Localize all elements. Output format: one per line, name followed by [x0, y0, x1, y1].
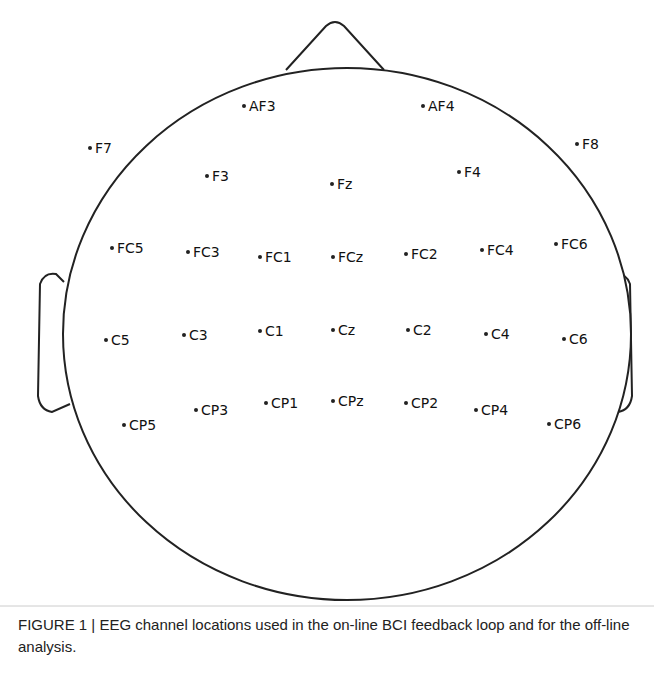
electrode-dot — [264, 401, 268, 405]
channel-label: Cz — [338, 322, 355, 338]
electrode-dot — [242, 104, 246, 108]
channel-label: F4 — [464, 164, 481, 180]
electrode-dot — [474, 408, 478, 412]
electrode-dot — [404, 252, 408, 256]
electrode-dot — [421, 104, 425, 108]
electrode-dot — [186, 250, 190, 254]
figure-rule — [0, 606, 654, 607]
channel-label: C2 — [413, 322, 432, 338]
channel-label: AF3 — [249, 98, 276, 114]
channel-label: Fz — [337, 176, 352, 192]
electrode-dot — [404, 401, 408, 405]
electrode-dot — [122, 423, 126, 427]
electrode-dot — [258, 255, 262, 259]
channel-label: CP5 — [129, 417, 156, 433]
electrode-dot — [562, 337, 566, 341]
channel-label: CP6 — [554, 416, 581, 432]
channel-label: F7 — [95, 140, 112, 156]
electrode-dot — [331, 255, 335, 259]
channel-label: FC2 — [411, 246, 438, 262]
electrode-dot — [331, 399, 335, 403]
channel-label: AF4 — [428, 98, 455, 114]
channel-label: F8 — [582, 136, 599, 152]
figure-caption: FIGURE 1 | EEG channel locations used in… — [18, 614, 638, 658]
channel-label: FC5 — [117, 240, 144, 256]
channel-label: F3 — [212, 168, 229, 184]
electrode-dot — [88, 146, 92, 150]
electrode-dot — [258, 329, 262, 333]
channel-label: FC3 — [193, 244, 220, 260]
electrode-dot — [554, 242, 558, 246]
electrode-dot — [194, 408, 198, 412]
channel-label: CP2 — [411, 395, 438, 411]
channel-label: CP4 — [481, 402, 508, 418]
channel-label: CP3 — [201, 402, 228, 418]
electrode-dot — [575, 142, 579, 146]
electrode-dot — [331, 328, 335, 332]
electrode-dot — [406, 328, 410, 332]
channel-label: FC4 — [487, 242, 514, 258]
electrode-dot — [182, 333, 186, 337]
electrode-dot — [480, 248, 484, 252]
electrode-dot — [104, 338, 108, 342]
electrode-dot — [330, 182, 334, 186]
channel-label: CP1 — [271, 395, 298, 411]
channel-label: FCz — [338, 249, 363, 265]
channel-label: C1 — [265, 323, 284, 339]
channel-label: FC1 — [265, 249, 292, 265]
electrode-dot — [484, 332, 488, 336]
electrode-dot — [205, 174, 209, 178]
channel-label: C3 — [189, 327, 208, 343]
nose — [286, 22, 384, 70]
electrode-dot — [547, 422, 551, 426]
channel-label: C4 — [491, 326, 510, 342]
channel-label: C6 — [569, 331, 588, 347]
head-circle — [63, 68, 631, 600]
electrode-dots — [88, 104, 579, 427]
channel-label: FC6 — [561, 236, 588, 252]
channel-label: C5 — [111, 332, 130, 348]
channel-label: CPz — [338, 393, 364, 409]
electrode-dot — [110, 246, 114, 250]
electrode-dot — [457, 170, 461, 174]
